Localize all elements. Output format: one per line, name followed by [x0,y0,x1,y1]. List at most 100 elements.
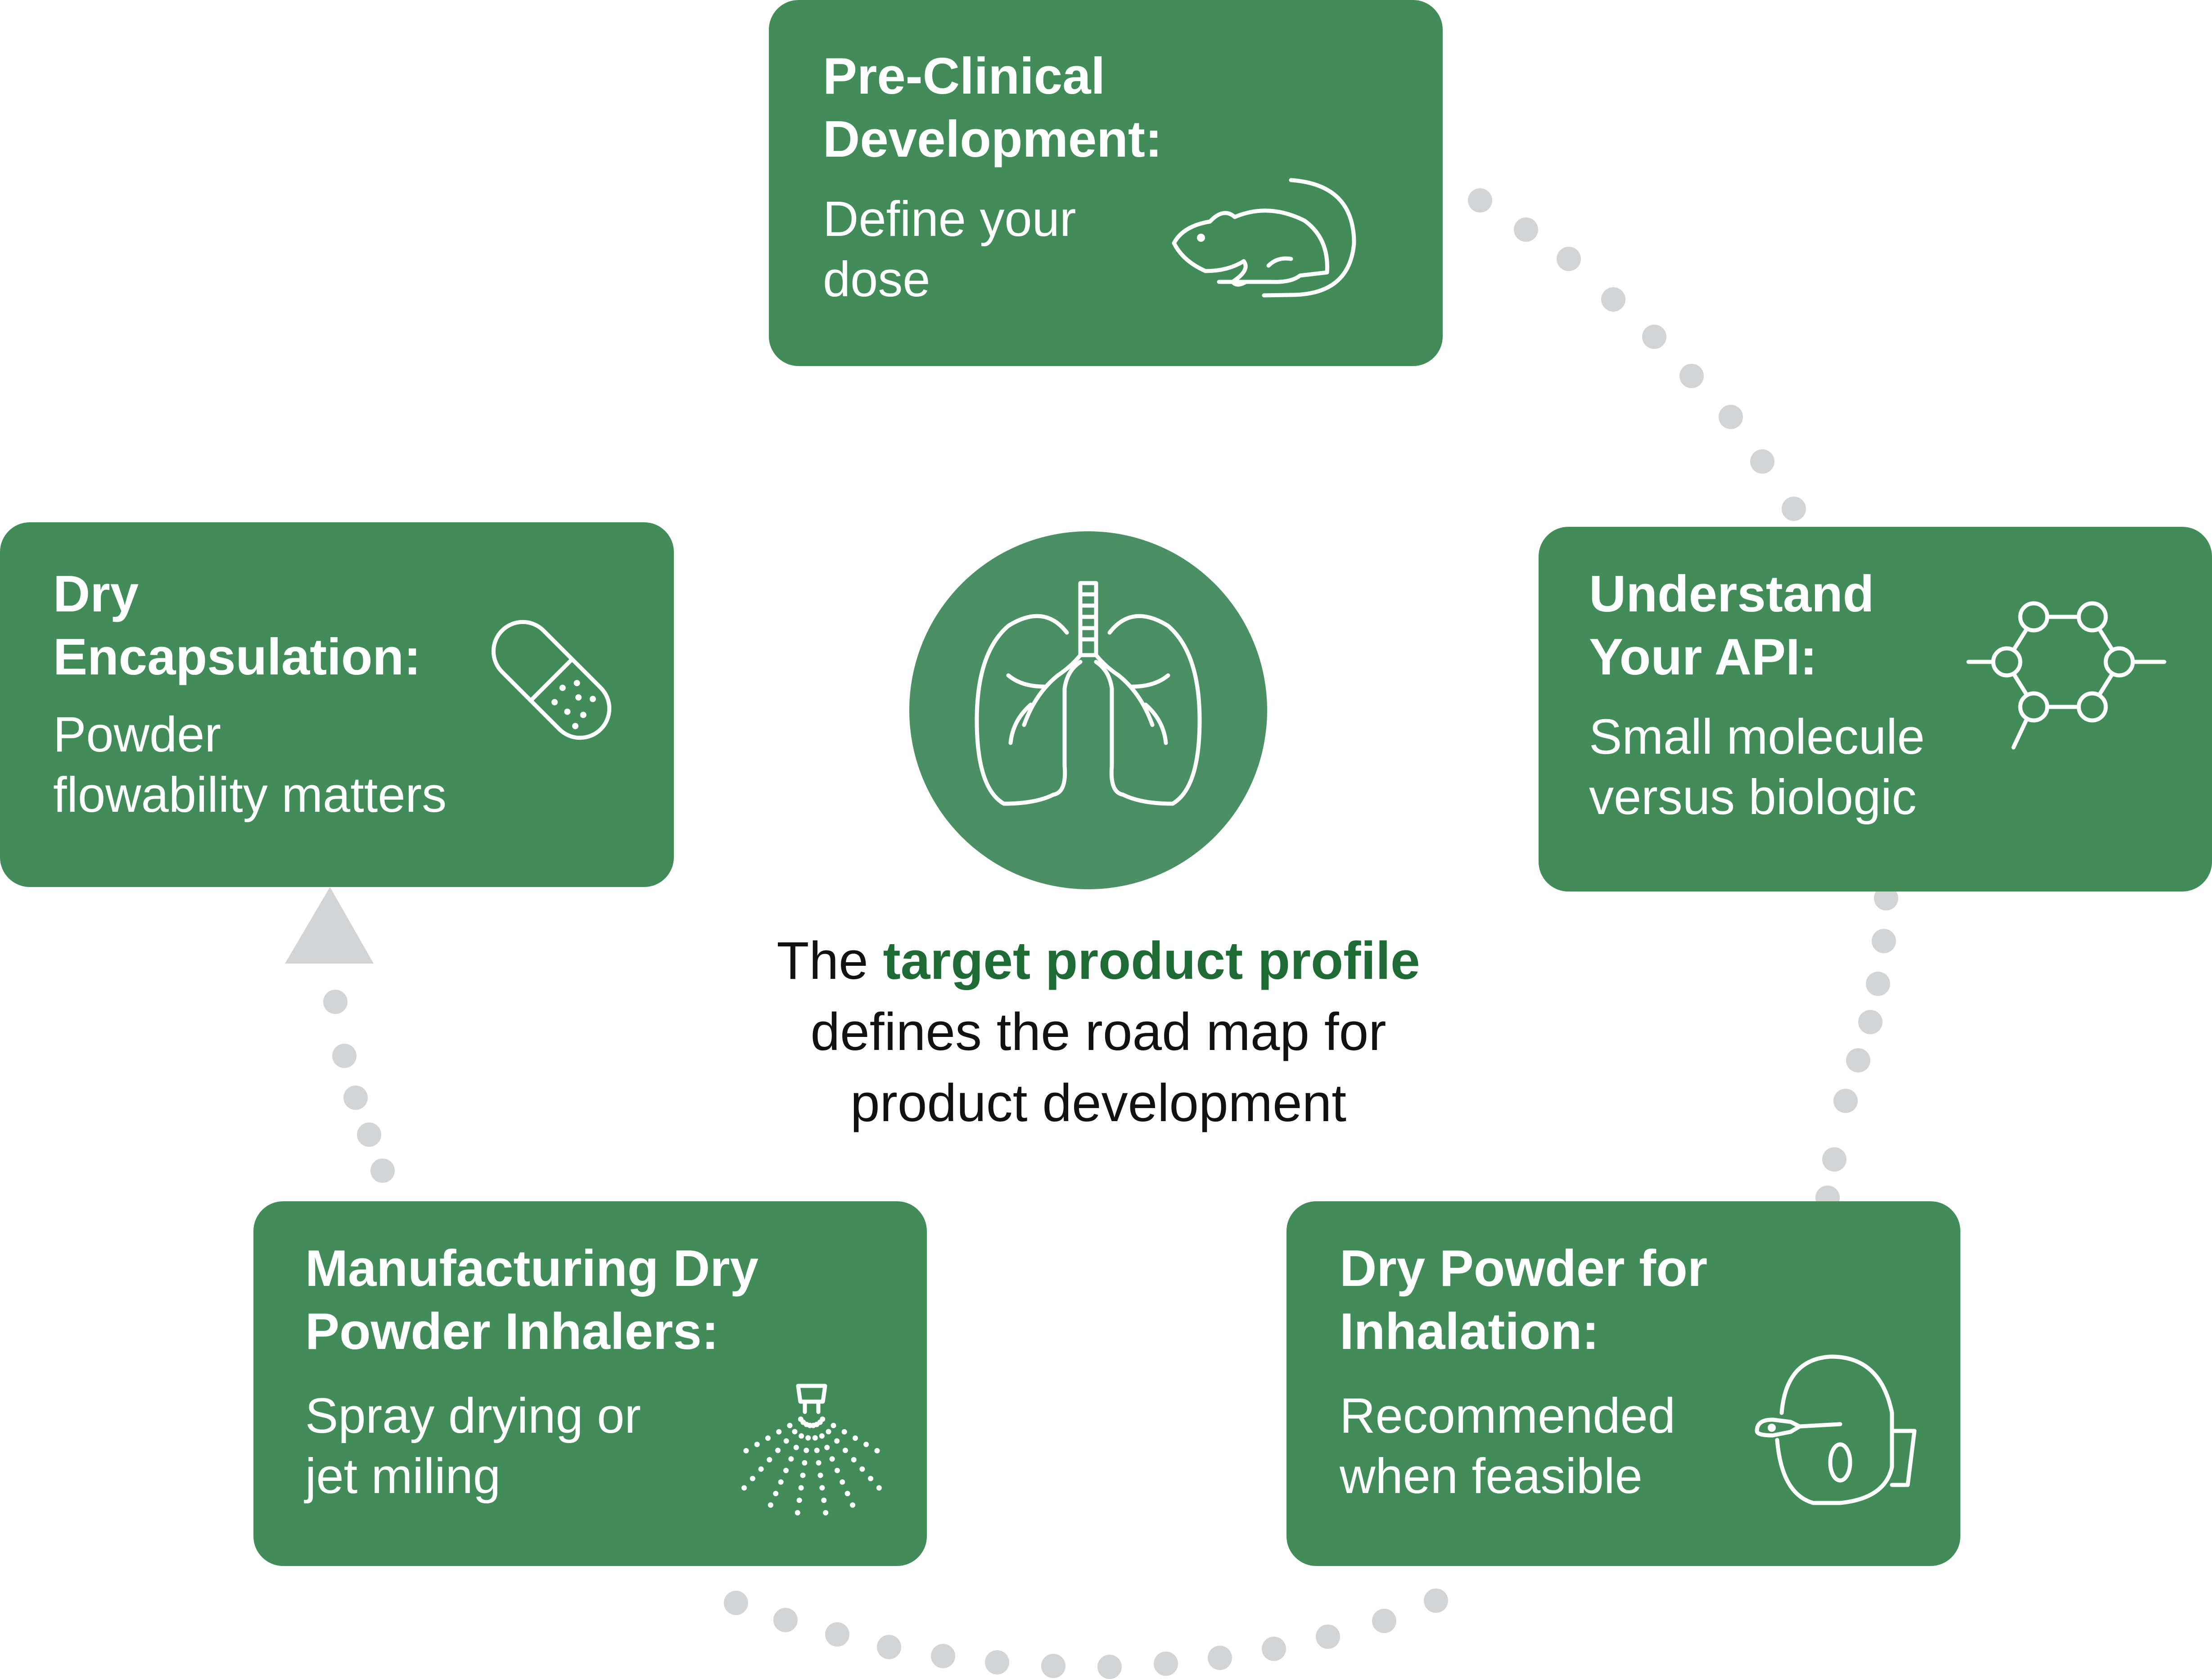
path-dot [1372,1609,1396,1633]
path-dot [1262,1637,1286,1661]
spray-droplet [798,1485,804,1491]
capsule-icon [491,620,612,740]
spray-droplet [859,1466,865,1472]
path-dot [1833,1089,1858,1113]
path-dot [1782,497,1806,521]
spray-droplet [787,1423,793,1428]
spray-droplet [802,1460,808,1466]
spray-droplet [765,1435,771,1441]
spray-droplet [853,1435,858,1441]
step-description: Powder flowability matters [53,705,447,825]
path-dot [1601,287,1625,312]
path-dot [1679,364,1704,388]
spray-droplet [758,1466,764,1472]
spray-droplet [840,1479,845,1485]
step-description-line: dose [823,252,930,307]
inhaler-icon [1755,1354,1917,1505]
spray-droplet [816,1460,822,1466]
lungs-icon [975,581,1202,806]
spray-droplet [831,1423,836,1428]
spray-droplet [767,1457,772,1462]
path-dot [1858,1010,1882,1034]
path-dot [1097,1655,1122,1679]
step-description-line: Small molecule [1589,709,1925,765]
spray-droplet [796,1498,802,1503]
path-dot [724,1591,748,1615]
path-dot [1719,405,1743,429]
path-dot [343,1086,368,1110]
spray-droplet [834,1467,840,1473]
path-dot [1316,1625,1340,1649]
spray-droplet [850,1502,856,1508]
spray-droplet [775,1448,781,1453]
spray-droplet [829,1456,835,1462]
spray-droplet [826,1429,831,1435]
spray-droplet [821,1498,827,1503]
step-preclinical-development: Pre-Clinical Development: Define your do… [769,0,1443,366]
spray-droplet [876,1485,882,1491]
spray-droplet [817,1472,823,1478]
spray-droplet [834,1438,840,1444]
spray-droplet [868,1475,874,1481]
spray-droplet [851,1457,857,1462]
path-dot [323,990,348,1014]
step-dry-powder-for-inhalation: Dry Powder for Inhalation: Recommended w… [1287,1201,1960,1566]
path-dot [357,1122,381,1147]
spray-droplet [799,1433,804,1439]
step-dry-encapsulation: Dry Encapsulation: Powder flowability ma… [0,522,674,887]
spray-droplet [773,1491,779,1497]
center-lungs-circle [909,531,1267,889]
path-dot [332,1044,357,1068]
rat-icon [1172,178,1356,298]
path-dot [1557,247,1581,271]
step-title: Manufacturing Dry Powder Inhalers: [305,1237,758,1363]
path-dot [1866,972,1890,996]
spray-droplet [778,1479,784,1485]
step-title: Dry Powder for Inhalation: [1340,1237,1707,1363]
spray-droplet [824,1444,830,1450]
center-caption: The target product profile defines the r… [653,925,1544,1139]
spray-droplet [776,1429,782,1435]
step-description-line: Spray drying or [305,1388,641,1444]
path-dot [877,1635,901,1659]
spray-droplet [819,1485,825,1491]
step-title-line: Pre-Clinical [823,48,1106,105]
step-description-line: versus biologic [1589,769,1917,825]
dotted-cycle-line [323,188,1898,1679]
spray-droplet [804,1448,809,1453]
spray-droplet [842,1448,848,1453]
caption-text: The [776,931,883,991]
spray-droplet [874,1448,880,1453]
path-dot [1872,929,1896,953]
path-dot [370,1159,395,1183]
path-dot [1154,1652,1178,1676]
spray-droplet [812,1435,818,1441]
spray-droplet [800,1472,806,1478]
step-title-line: Your API: [1589,629,1817,686]
spray-droplet [749,1475,755,1481]
center-caption-line: product development [850,1073,1347,1133]
step-title-line: Understand [1589,566,1874,623]
path-dot [985,1650,1009,1674]
path-dot [1846,1048,1870,1073]
spray-droplet [743,1448,749,1453]
step-title-line: Powder Inhalers: [305,1303,719,1360]
step-title-line: Inhalation: [1340,1303,1599,1360]
path-dot [1642,325,1666,349]
step-title-line: Manufacturing Dry [305,1240,759,1297]
spray-droplet [863,1442,869,1447]
step-description: Define your dose [823,189,1076,310]
spray-nozzle-icon [741,1384,882,1516]
spray-droplet [819,1433,825,1439]
path-dot [1208,1646,1232,1670]
step-title-line: Development: [823,111,1162,168]
step-description: Small molecule versus biologic [1589,707,1925,828]
step-manufacturing-dry-powder-inhalers: Manufacturing Dry Powder Inhalers: Spray… [253,1201,927,1566]
step-description-line: Recommended [1340,1388,1675,1444]
path-dot [1750,449,1774,474]
spray-droplet [820,1417,826,1422]
path-dot [773,1608,798,1632]
path-dot [1514,217,1538,242]
path-dot [825,1622,849,1647]
